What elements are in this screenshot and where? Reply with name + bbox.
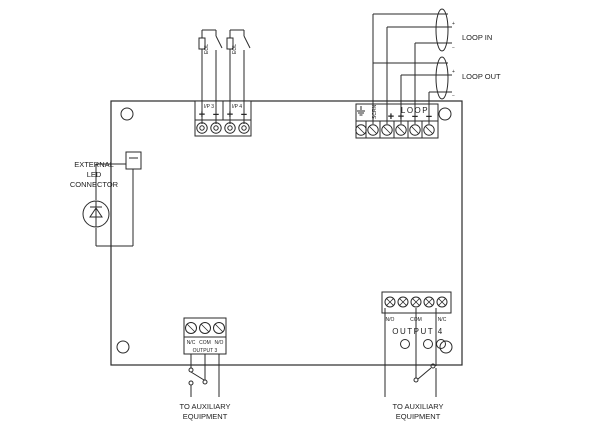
mount-hole-top-right [438, 107, 452, 121]
output4-wiring: TO AUXILIARY EQUIPMENT [384, 308, 444, 421]
earth-icon [357, 106, 365, 116]
out3-no: N/O [215, 340, 224, 346]
external-led-connector: EXTERNAL LED CONNECTOR [70, 151, 142, 247]
output4-label: OUTPUT 4 [392, 327, 443, 336]
scrn-label: SCRN [372, 104, 378, 119]
external-led-line-2: LED [87, 170, 102, 179]
out4-no: N/O [386, 317, 395, 323]
loop-in-minus-mark: − [452, 45, 455, 51]
ip3-label: I/P 3 [204, 104, 214, 110]
ip4-label: I/P 4 [232, 104, 242, 110]
loop-in-plus-mark: + [452, 21, 455, 27]
mount-hole-bottom-left [116, 340, 130, 354]
external-led-line-3: CONNECTOR [70, 180, 119, 189]
mount-hole-bottom-right [439, 340, 453, 354]
out3-nc: N/C [187, 340, 196, 346]
aux-right-line-1: TO AUXILIARY [393, 402, 444, 411]
loop-in-label: LOOP IN [462, 33, 492, 42]
aux-left-line-2: EQUIPMENT [183, 412, 228, 421]
out3-com: COM [199, 340, 211, 346]
eol-resistor-ip3 [198, 37, 206, 50]
loop-label: LOOP [401, 106, 429, 115]
output3-wiring: TO AUXILIARY EQUIPMENT [180, 354, 231, 421]
out4-nc: N/C [438, 317, 447, 323]
eol-label-ip3: EOL [204, 44, 210, 54]
control-board [110, 100, 463, 366]
output3-label: OUTPUT 3 [193, 348, 218, 354]
eol-resistor-ip4 [226, 37, 234, 50]
eol-label-ip4: EOL [232, 44, 238, 54]
output3-terminal-block: N/C COM N/O OUTPUT 3 [183, 317, 227, 355]
aux-right-line-2: EQUIPMENT [396, 412, 441, 421]
loop-wiring: + − + − LOOP IN LOOP OUT [372, 8, 501, 124]
input-terminal-block: I/P 3 I/P 4 + − + − [194, 100, 252, 137]
loop-out-cable [435, 56, 449, 100]
loop-in-plus: + [388, 111, 394, 123]
loop-out-plus-mark: + [452, 69, 455, 75]
loop-out-minus-mark: − [452, 93, 455, 99]
loop-out-label: LOOP OUT [462, 72, 501, 81]
input-wiring: EOL EOL [198, 29, 251, 124]
mount-hole-top-left [120, 107, 134, 121]
loop-terminal-block: SCRN LOOP + + − − [355, 103, 439, 139]
external-led-line-1: EXTERNAL [74, 160, 114, 169]
aux-left-line-1: TO AUXILIARY [180, 402, 231, 411]
loop-in-cable [435, 8, 449, 52]
